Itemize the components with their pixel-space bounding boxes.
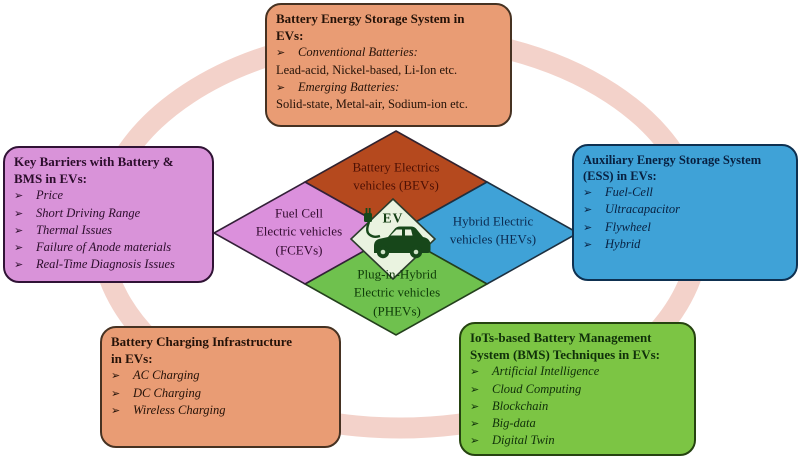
key-barriers-title: Key Barriers with Battery & BMS in EVs: xyxy=(14,154,174,186)
list-item: Fuel-Cell xyxy=(605,185,653,199)
arrow-bullet-icon: ➢ xyxy=(583,187,593,199)
arrow-bullet-icon: ➢ xyxy=(14,242,24,254)
battery-storage-box: Battery Energy Storage System in EVs: ➢ … xyxy=(265,3,512,127)
list-item: Cloud Computing xyxy=(492,381,582,396)
aux-ess-box: Auxiliary Energy Storage System (ESS) in… xyxy=(572,144,798,281)
list-item: Conventional Batteries: xyxy=(298,45,418,60)
charging-infrastructure-box: Battery Charging Infrastructure in EVs: … xyxy=(100,326,341,448)
list-item: Emerging Batteries: xyxy=(298,79,400,94)
arrow-bullet-icon: ➢ xyxy=(111,387,121,400)
list-item: Price xyxy=(36,188,64,203)
arrow-bullet-icon: ➢ xyxy=(470,418,480,430)
list-item: Real-Time Diagnosis Issues xyxy=(36,257,175,272)
list-item: Wireless Charging xyxy=(133,402,226,417)
plug-prong xyxy=(368,208,371,213)
list-item: Big-data xyxy=(492,416,536,430)
list-item: Flywheel xyxy=(605,219,651,234)
list-item: Failure of Anode materials xyxy=(36,240,172,254)
plug-prong xyxy=(365,208,368,213)
charging-cord xyxy=(366,221,381,238)
charging-plug xyxy=(364,213,372,222)
key-barriers-box: Key Barriers with Battery & BMS in EVs: … xyxy=(3,146,214,283)
list-item: Lead-acid, Nickel-based, Li-Ion etc. xyxy=(276,62,458,77)
ev-car-icon xyxy=(364,208,431,259)
arrow-bullet-icon: ➢ xyxy=(470,400,480,413)
iot-bms-title: IoTs-based Battery Management System (BM… xyxy=(470,330,660,362)
list-item: Short Driving Range xyxy=(36,205,141,220)
car-front-window xyxy=(390,229,402,236)
list-item: Solid-state, Metal-air, Sodium-ion etc. xyxy=(276,97,468,111)
arrow-bullet-icon: ➢ xyxy=(14,207,24,220)
car-wheel-hub xyxy=(413,249,419,255)
arrow-bullet-icon: ➢ xyxy=(470,366,480,379)
arrow-bullet-icon: ➢ xyxy=(470,383,480,396)
iot-bms-box: IoTs-based Battery Management System (BM… xyxy=(459,322,696,456)
arrow-bullet-icon: ➢ xyxy=(14,259,24,272)
car-wheel-hub xyxy=(380,249,386,255)
arrow-bullet-icon: ➢ xyxy=(276,47,286,60)
list-item: DC Charging xyxy=(133,385,201,400)
list-item: Ultracapacitor xyxy=(605,202,680,217)
arrow-bullet-icon: ➢ xyxy=(583,238,593,251)
list-item: AC Charging xyxy=(133,368,200,383)
arrow-bullet-icon: ➢ xyxy=(111,404,121,417)
arrow-bullet-icon: ➢ xyxy=(111,370,121,383)
list-item: Thermal Issues xyxy=(36,222,113,237)
arrow-bullet-icon: ➢ xyxy=(276,81,286,94)
list-item: Hybrid xyxy=(605,236,641,251)
list-item: Digital Twin xyxy=(492,433,555,448)
arrow-bullet-icon: ➢ xyxy=(470,435,480,448)
charging-infrastructure-title: Battery Charging Infrastructure in EVs: xyxy=(111,334,293,366)
list-item: Artificial Intelligence xyxy=(492,364,600,379)
car-rear-window xyxy=(405,229,413,236)
arrow-bullet-icon: ➢ xyxy=(14,190,24,203)
arrow-bullet-icon: ➢ xyxy=(583,221,593,234)
arrow-bullet-icon: ➢ xyxy=(583,204,593,217)
battery-storage-title: Battery Energy Storage System in EVs: xyxy=(276,11,465,43)
aux-ess-title: Auxiliary Energy Storage System (ESS) in… xyxy=(583,153,762,183)
list-item: Blockchain xyxy=(492,398,549,413)
arrow-bullet-icon: ➢ xyxy=(14,224,24,237)
